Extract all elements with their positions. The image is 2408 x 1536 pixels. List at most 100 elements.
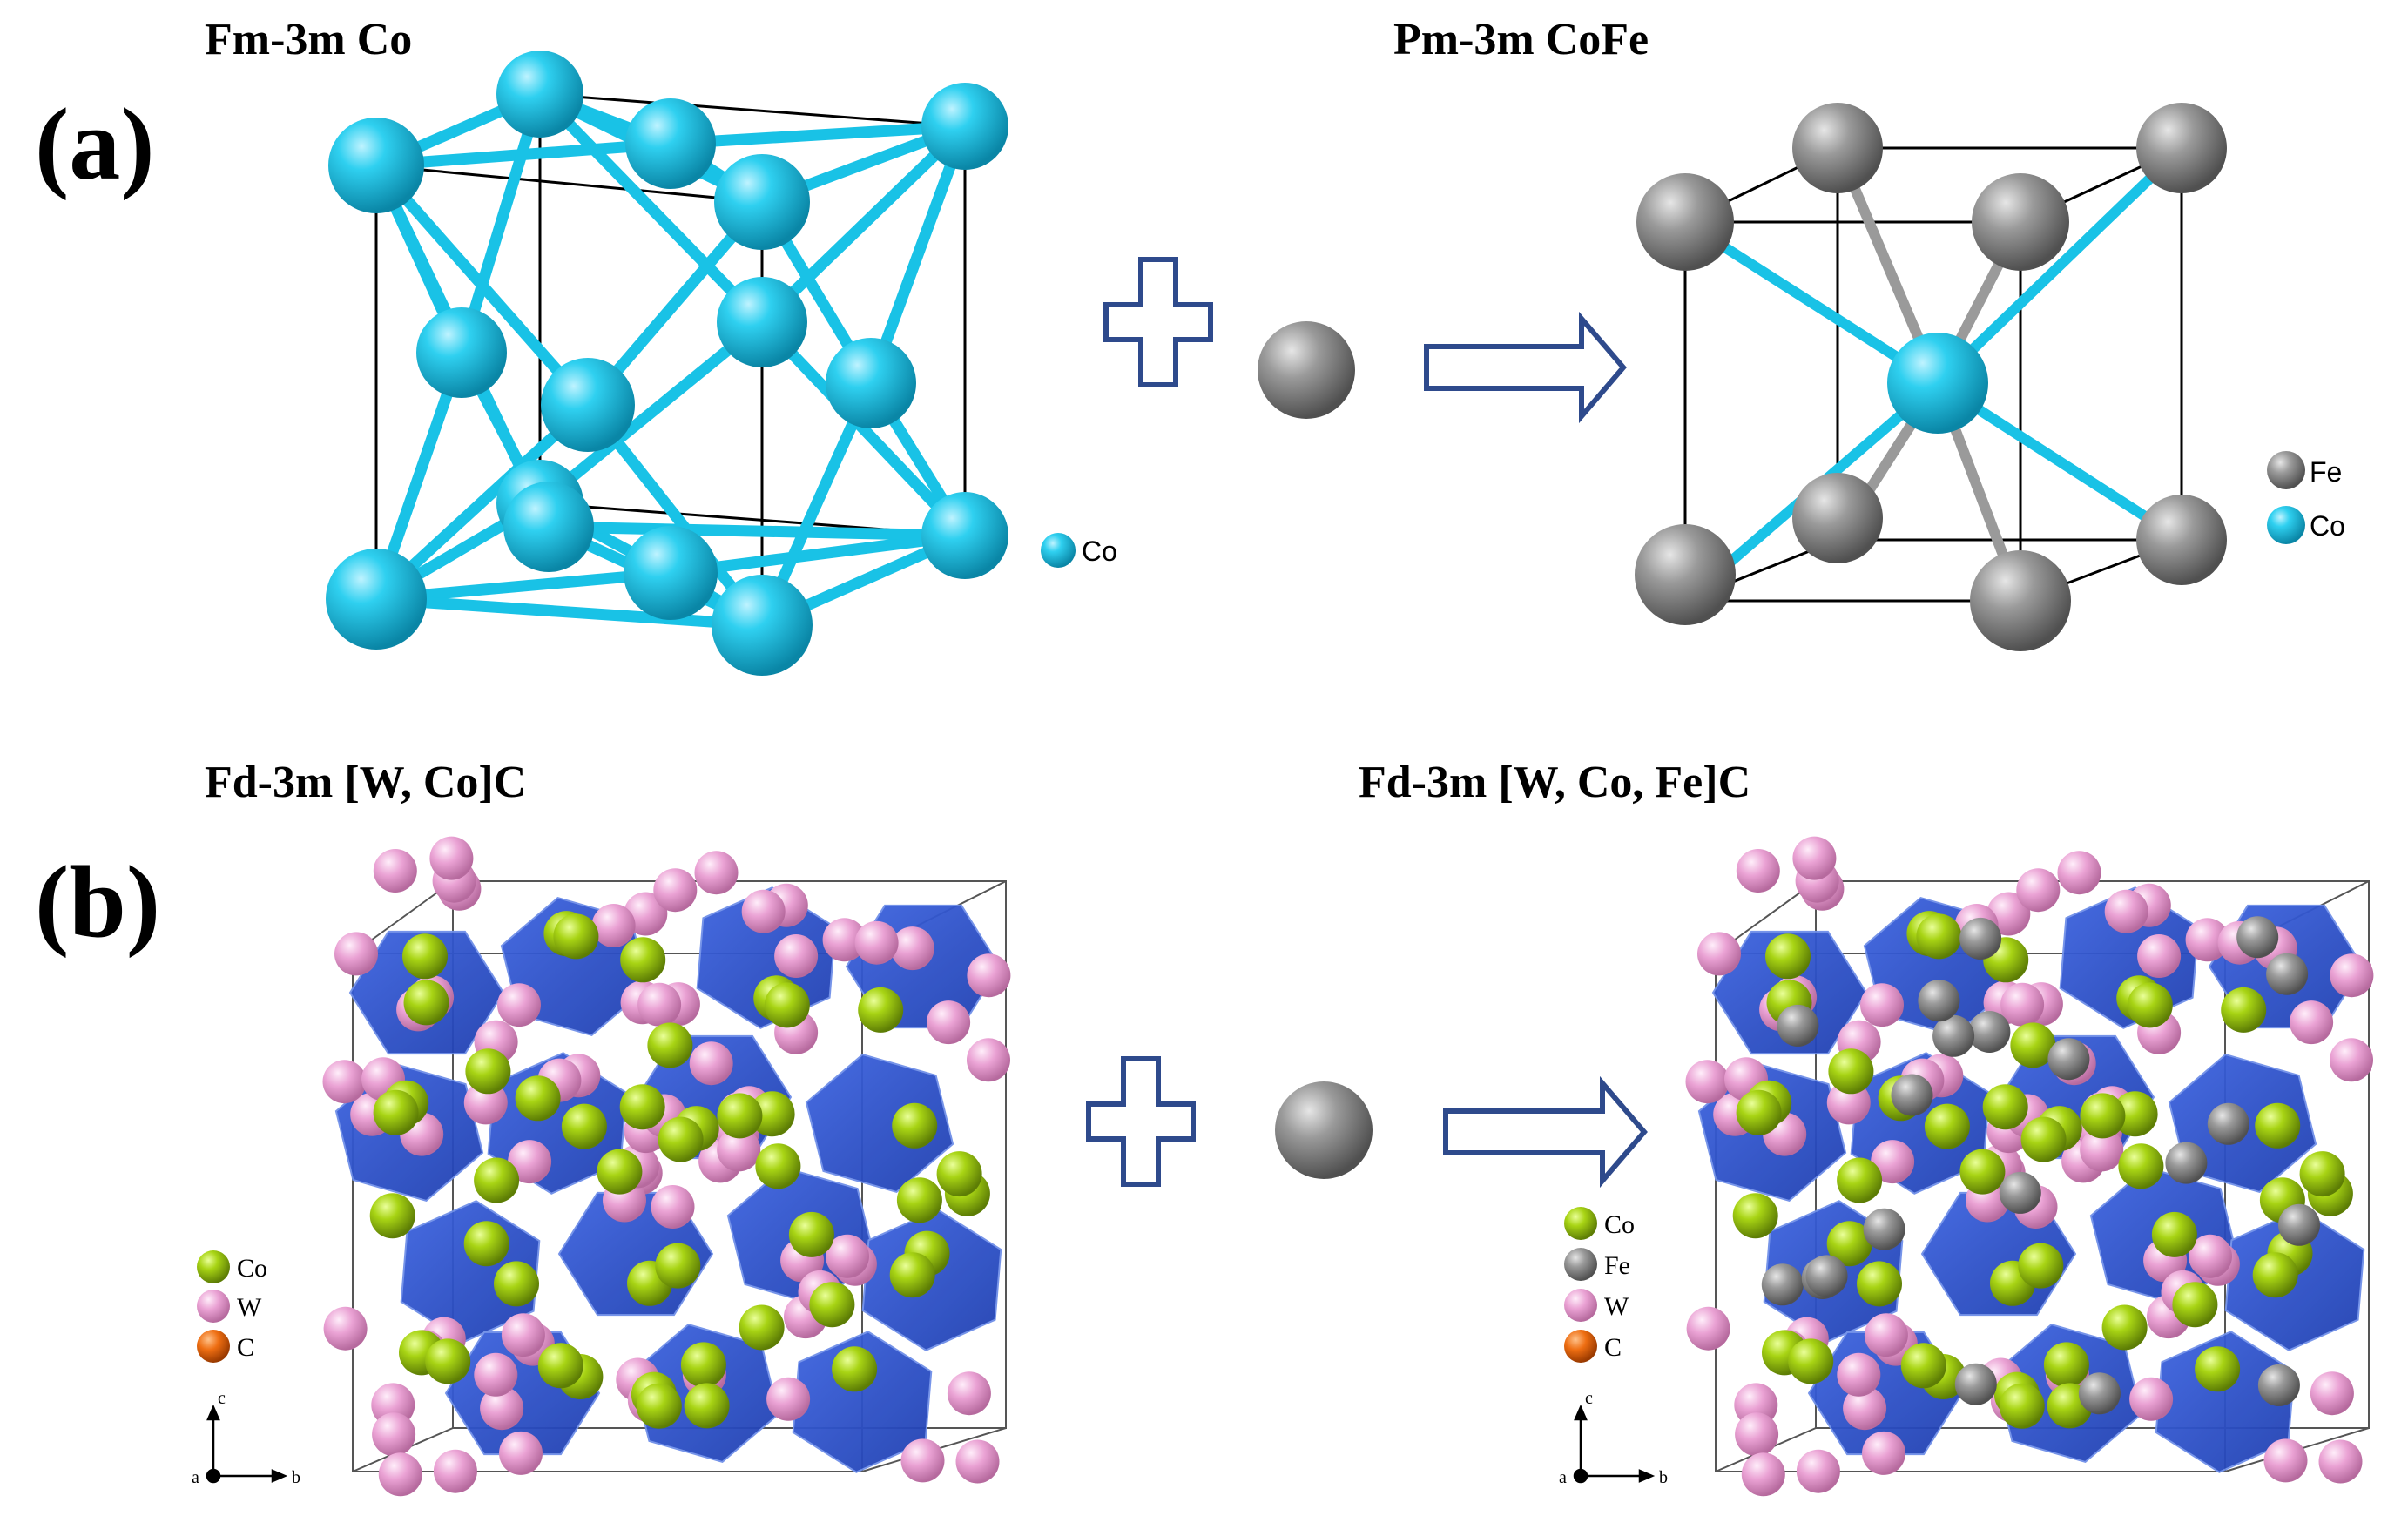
co-atom — [832, 1346, 878, 1392]
co-atom — [889, 1252, 935, 1298]
fe-atom — [1968, 1011, 2011, 1053]
right-arrow-icon — [1443, 1075, 1648, 1189]
w-atom — [497, 983, 541, 1027]
fe-atom — [2078, 1372, 2121, 1415]
panel-b-right-axes — [1573, 1404, 1656, 1484]
co-atom — [537, 1343, 583, 1389]
co-atom — [515, 1075, 561, 1122]
co-atom — [1736, 1089, 1782, 1135]
co-atom — [1924, 1103, 1970, 1149]
axis-c-label: c — [218, 1389, 226, 1408]
co-atom — [684, 1383, 730, 1429]
w-atom — [501, 1313, 545, 1357]
co-atom — [647, 1022, 693, 1068]
w-atom — [2080, 1128, 2124, 1172]
w-atom — [637, 982, 682, 1027]
w-atom — [694, 851, 739, 895]
w-atom — [322, 1060, 367, 1104]
carbide-left-atoms — [322, 836, 1011, 1497]
panel-b-right-legend: Co Fe W C — [1564, 1207, 1635, 1363]
w-atom — [1862, 1431, 1905, 1475]
w-atom — [2290, 1000, 2334, 1045]
panel-a-label: (a) — [35, 87, 155, 201]
legend-co-label: Co — [237, 1254, 267, 1283]
bcc-cofe-structure — [1635, 103, 2227, 651]
legend-w-label: W — [237, 1293, 262, 1322]
co-atom — [402, 933, 448, 980]
co-atom — [1837, 1157, 1883, 1203]
w-atom — [373, 849, 417, 893]
right-arrow-icon — [1424, 311, 1627, 424]
plus-icon — [1103, 257, 1213, 387]
co-atom — [636, 1383, 682, 1429]
w-atom — [2137, 934, 2182, 978]
co-atom — [755, 1143, 801, 1189]
w-atom — [689, 1041, 733, 1086]
co-atom — [403, 980, 449, 1026]
w-atom — [474, 1352, 518, 1397]
co-atom — [553, 913, 599, 960]
co-atom — [373, 1089, 419, 1135]
w-atom — [1864, 1313, 1908, 1357]
carbide-wcofe-structure — [1685, 836, 2374, 1497]
w-atom — [826, 1234, 869, 1278]
fe-atom — [2278, 1203, 2320, 1246]
panel-a-left-title: Fm-3m Co — [205, 15, 412, 64]
fe-atom-icon — [1258, 321, 1355, 419]
legend-c-label: C — [237, 1333, 254, 1362]
co-atom — [2010, 1022, 2056, 1068]
co-atom — [892, 1102, 938, 1149]
w-atom — [900, 1438, 945, 1483]
w-atom — [955, 1439, 1000, 1484]
co-atom — [619, 1084, 665, 1130]
co-atom — [1826, 1221, 1872, 1267]
co-atom — [2112, 1091, 2158, 1137]
co-atom — [2043, 1342, 2089, 1388]
co-atom — [561, 1103, 607, 1149]
fe-atom — [1954, 1363, 1997, 1405]
co-atom — [1916, 913, 1962, 960]
legend-co-icon — [197, 1250, 230, 1283]
co-atom — [494, 1261, 539, 1307]
w-atom — [967, 1038, 1010, 1082]
co-atom — [2018, 1243, 2064, 1289]
fe-atom — [1805, 1255, 1848, 1297]
panel-b-left-legend: Co W C — [197, 1250, 267, 1363]
co-atom — [717, 1093, 763, 1139]
fcc-co-atoms — [326, 51, 1008, 676]
w-atom — [717, 1128, 761, 1172]
w-atom — [2016, 868, 2061, 913]
w-atom — [766, 1377, 811, 1421]
w-atom — [2000, 982, 2045, 1027]
co-atom — [2195, 1346, 2241, 1392]
fe-atom — [1863, 1208, 1905, 1250]
w-atom — [1741, 1452, 1785, 1497]
co-atom — [936, 1151, 982, 1197]
w-atom — [2057, 851, 2101, 895]
panel-b-right-title: Fd-3m [W, Co, Fe]C — [1359, 758, 1750, 807]
panel-a-left-legend: Co — [1041, 533, 1117, 568]
co-atom — [2101, 1304, 2148, 1351]
w-atom — [508, 1140, 552, 1184]
w-atom — [372, 1412, 416, 1457]
w-atom — [1697, 932, 1741, 976]
fe-atom — [1959, 917, 2002, 960]
co-atom — [1732, 1193, 1778, 1239]
co-atom — [788, 1211, 834, 1257]
fe-atom — [1999, 1171, 2041, 1214]
legend-fe-label: Fe — [2310, 456, 2342, 488]
co-atom — [2221, 987, 2267, 1033]
octahedron-polyhedron — [792, 1331, 933, 1473]
w-atom — [854, 920, 899, 965]
w-atom — [591, 904, 636, 947]
fe-atom — [1891, 1074, 1933, 1116]
fe-atom — [2266, 953, 2309, 995]
fe-atom-icon — [1275, 1081, 1373, 1179]
panel-a-right-legend: Fe Co — [2267, 451, 2345, 544]
w-atom — [741, 889, 786, 933]
w-atom — [2189, 1234, 2232, 1278]
w-atom — [499, 1431, 543, 1475]
panel-b-left-title: Fd-3m [W, Co]C — [205, 758, 526, 807]
w-atom — [480, 1386, 524, 1431]
